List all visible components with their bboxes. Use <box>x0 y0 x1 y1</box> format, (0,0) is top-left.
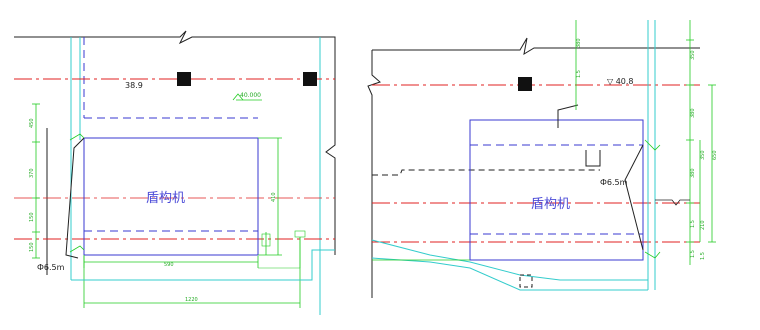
level-label: 40.000 <box>240 92 261 99</box>
dim-label: 350 <box>690 50 696 60</box>
dim-label: 350 <box>700 150 706 160</box>
dim-label: 1.5 <box>690 220 696 228</box>
corner-hatch <box>69 245 85 253</box>
dim-label: 590 <box>164 262 174 268</box>
elevation-label: ▽ 40.8 <box>607 77 634 86</box>
dim-label: 1.5 <box>576 70 582 78</box>
corner-label: Ф6.5m <box>37 263 65 272</box>
dim-label: 380 <box>690 168 696 178</box>
dim-label: 150 <box>29 242 35 252</box>
dim-label: 380 <box>576 38 582 48</box>
dim-label: 410 <box>271 192 277 202</box>
corner-hatch <box>69 133 85 141</box>
small-dim-box <box>261 233 271 247</box>
dim-label: 380 <box>690 108 696 118</box>
dim-label: 1.5 <box>700 252 706 260</box>
dim-label: 1.5 <box>690 250 696 258</box>
corner-hatch <box>644 251 661 259</box>
cyan-slope <box>371 257 648 291</box>
shield-machine-box <box>83 137 259 256</box>
ground-outline-left <box>14 30 336 255</box>
dim-label: 1220 <box>185 297 198 303</box>
small-marker <box>294 230 306 238</box>
corner-hatch <box>644 139 661 151</box>
dim-label: 370 <box>29 168 35 178</box>
bracket-symbol <box>585 150 601 167</box>
dim-label: 210 <box>700 220 706 230</box>
cyan-slope <box>371 239 648 281</box>
black-square-marker <box>177 72 191 86</box>
black-square-marker <box>518 77 532 91</box>
bracket-symbol <box>557 104 579 128</box>
dim-label: 450 <box>29 118 35 128</box>
shield-machine-label: 盾构机 <box>531 197 570 212</box>
dim-label: 650 <box>712 150 718 160</box>
corner-leader <box>624 144 644 251</box>
shield-machine-box <box>469 119 644 261</box>
black-square-marker <box>303 72 317 86</box>
dim-label: 150 <box>29 212 35 222</box>
black-dashed-line <box>372 169 600 176</box>
right-view: ▽ 40.8 盾构机 Ф6.5m 380 1.5 <box>367 20 718 298</box>
green-leader <box>258 237 301 269</box>
corner-label: Ф6.5m <box>600 178 628 187</box>
left-view: 38.9 40.000 盾构机 450 370 150 150 410 590 <box>14 30 336 315</box>
left-edge-break <box>367 50 381 298</box>
level-symbol <box>232 93 244 101</box>
cyan-outline <box>71 249 335 281</box>
shield-machine-label: 盾构机 <box>146 191 185 206</box>
dashed-marker <box>519 274 533 288</box>
green-leader <box>655 199 690 206</box>
ground-outline-right <box>372 37 700 56</box>
elevation-label: 38.9 <box>125 81 143 90</box>
corner-leader <box>65 137 85 259</box>
